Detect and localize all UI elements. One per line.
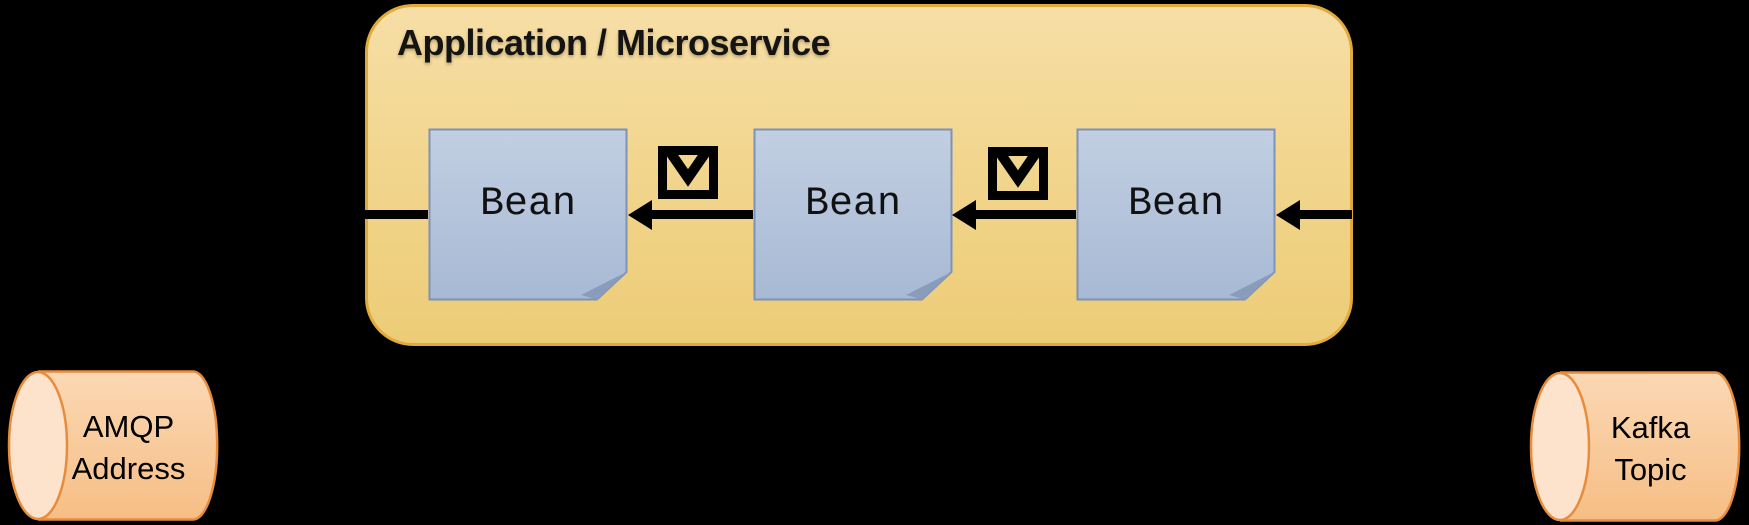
cylinder-face (7, 370, 69, 521)
envelope-icon (988, 147, 1048, 200)
bean-box-1: Bean (428, 128, 628, 301)
arrow-bean2-to-bean1 (651, 210, 753, 219)
amqp-address-cylinder: AMQP Address (5, 370, 224, 521)
folded-corner (906, 272, 952, 300)
amqp-address-label: AMQP Address (71, 409, 186, 486)
kafka-topic-label: Kafka Topic (1610, 410, 1691, 487)
folded-corner (1229, 272, 1275, 300)
bean-label: Bean (479, 182, 576, 227)
cylinder-face (1529, 371, 1591, 522)
arrowhead-left (628, 200, 652, 230)
bean-label: Bean (1127, 182, 1224, 227)
folded-corner (581, 272, 627, 300)
folded-note-shape (753, 128, 953, 301)
folded-note-shape (1076, 128, 1276, 301)
folded-note-shape (428, 128, 628, 301)
bean-box-3: Bean (1076, 128, 1276, 301)
application-title: Application / Microservice (397, 22, 831, 63)
bean-box-2: Bean (753, 128, 953, 301)
arrow-bean3-to-bean2 (975, 210, 1076, 219)
arrow-from-kafka (1299, 210, 1352, 219)
cylinder-body (38, 370, 219, 521)
arrowhead-left (1276, 200, 1300, 230)
arrowhead-left (952, 200, 976, 230)
cylinder-body (1560, 371, 1741, 522)
bean-label: Bean (804, 182, 901, 227)
envelope-icon (658, 146, 718, 199)
kafka-topic-cylinder: Kafka Topic (1527, 371, 1746, 522)
arrow-to-amqp (365, 210, 428, 219)
